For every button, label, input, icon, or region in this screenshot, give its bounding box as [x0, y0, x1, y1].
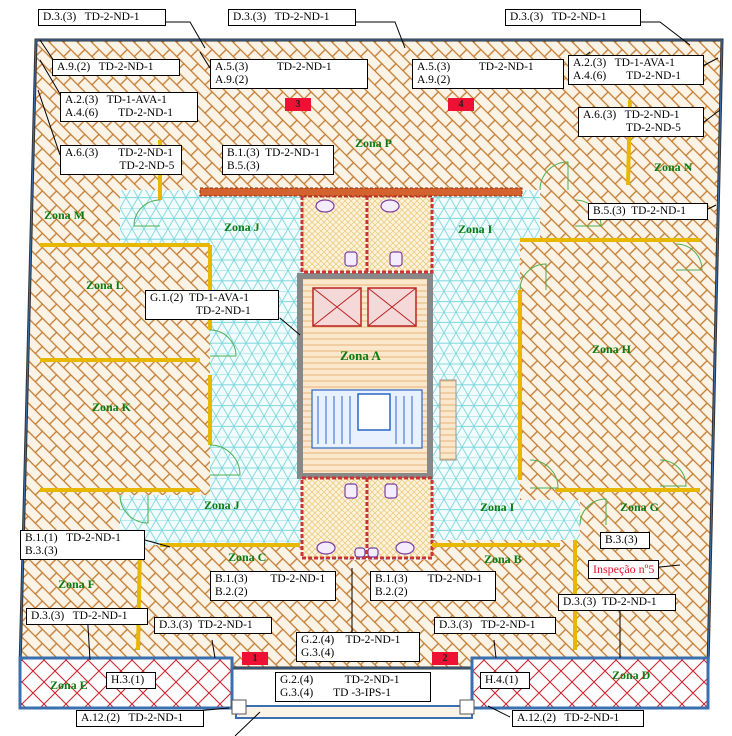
zone-c-label: Zona C	[228, 550, 267, 564]
label-a53-middle: A.5.(3) TD-2-ND-1 A.9.(2)	[210, 59, 368, 89]
zone-g-label: Zona G	[620, 500, 660, 514]
zone-i-bottom-label: Zona I	[480, 500, 515, 514]
marker-2: 2	[432, 652, 458, 665]
zone-j-top-label: Zona J	[224, 220, 260, 234]
marker-3: 3	[285, 98, 311, 111]
label-h41: H.4.(1)	[480, 672, 530, 689]
zone-k-label: Zona K	[92, 400, 132, 414]
label-a23-left: A.2.(3) TD-1-AVA-1 A.4.(6) TD-2-ND-1	[60, 92, 198, 122]
label-a122-right: A.12.(2) TD-2-ND-1	[512, 710, 644, 727]
zone-j-bottom-label: Zona J	[204, 498, 240, 512]
zone-n-label: Zona N	[654, 160, 693, 174]
label-d33-bottom-left: D.3.(3) TD-2-ND-1	[26, 608, 148, 625]
zone-m-label: Zona M	[44, 208, 86, 222]
zone-e-label: Zona E	[50, 678, 88, 692]
zone-i-top-label: Zona I	[458, 222, 493, 236]
label-h31: H.3.(1)	[106, 672, 156, 689]
label-a23-right: A.2.(3) TD-1-AVA-1 A.4.(6) TD-2-ND-1	[568, 55, 704, 85]
label-a122-left: A.12.(2) TD-2-ND-1	[76, 710, 204, 727]
label-b33-right: B.3.(3)	[600, 532, 650, 549]
marker-4: 4	[448, 98, 474, 111]
marker-1: 1	[242, 652, 268, 665]
label-d33-bottom-mid-right: D.3.(3) TD-2-ND-1	[434, 617, 556, 634]
zone-l-label: Zona L	[86, 278, 124, 292]
label-d33-bottom-right: D.3.(3) TD-2-ND-1	[558, 594, 676, 611]
zone-d-label: Zona D	[612, 668, 651, 682]
zone-f-label: Zona F	[58, 577, 96, 591]
label-a92-left: A.9.(2) TD-2-ND-1	[52, 59, 180, 76]
label-b11-left: B.1.(1) TD-2-ND-1 B.3.(3)	[20, 530, 145, 560]
label-g24-lower: G.2.(4) TD-2-ND-1 G.3.(4) TD -3-IPS-1	[275, 672, 431, 702]
label-b13-zone-c: B.1.(3) TD-2-ND-1 B.2.(2)	[210, 571, 336, 601]
label-b53-right: B.5.(3) TD-2-ND-1	[588, 203, 708, 220]
label-inspecao: Inspeção nº5	[588, 560, 660, 579]
label-d33-top-left: D.3.(3) TD-2-ND-1	[38, 9, 166, 26]
label-b13-zone-b: B.1.(3) TD-2-ND-1 B.2.(2)	[370, 571, 496, 601]
zone-b-label: Zona B	[484, 552, 522, 566]
zone-p-label: Zona P	[355, 136, 393, 150]
label-d33-top-right: D.3.(3) TD-2-ND-1	[505, 9, 641, 26]
label-a63-left: A.6.(3) TD-2-ND-1 TD-2-ND-5	[60, 145, 182, 175]
zone-h-label: Zona H	[592, 342, 632, 356]
label-b13-top: B.1.(3) TD-2-ND-1 B.5.(3)	[222, 145, 334, 175]
label-g12: G.1.(2) TD-1-AVA-1 TD-2-ND-1	[145, 290, 279, 320]
label-d33-top-middle: D.3.(3) TD-2-ND-1	[228, 9, 356, 26]
label-a63-right: A.6.(3) TD-2-ND-1 TD-2-ND-5	[578, 107, 704, 137]
label-d33-bottom-mid: D.3.(3) TD-2-ND-1	[154, 617, 272, 634]
zone-a-label: Zona A	[340, 348, 381, 363]
label-a53-right: A.5.(3) TD-2-ND-1 A.9.(2)	[412, 59, 564, 89]
label-g24: G.2.(4) TD-2-ND-1 G.3.(4)	[296, 632, 420, 662]
